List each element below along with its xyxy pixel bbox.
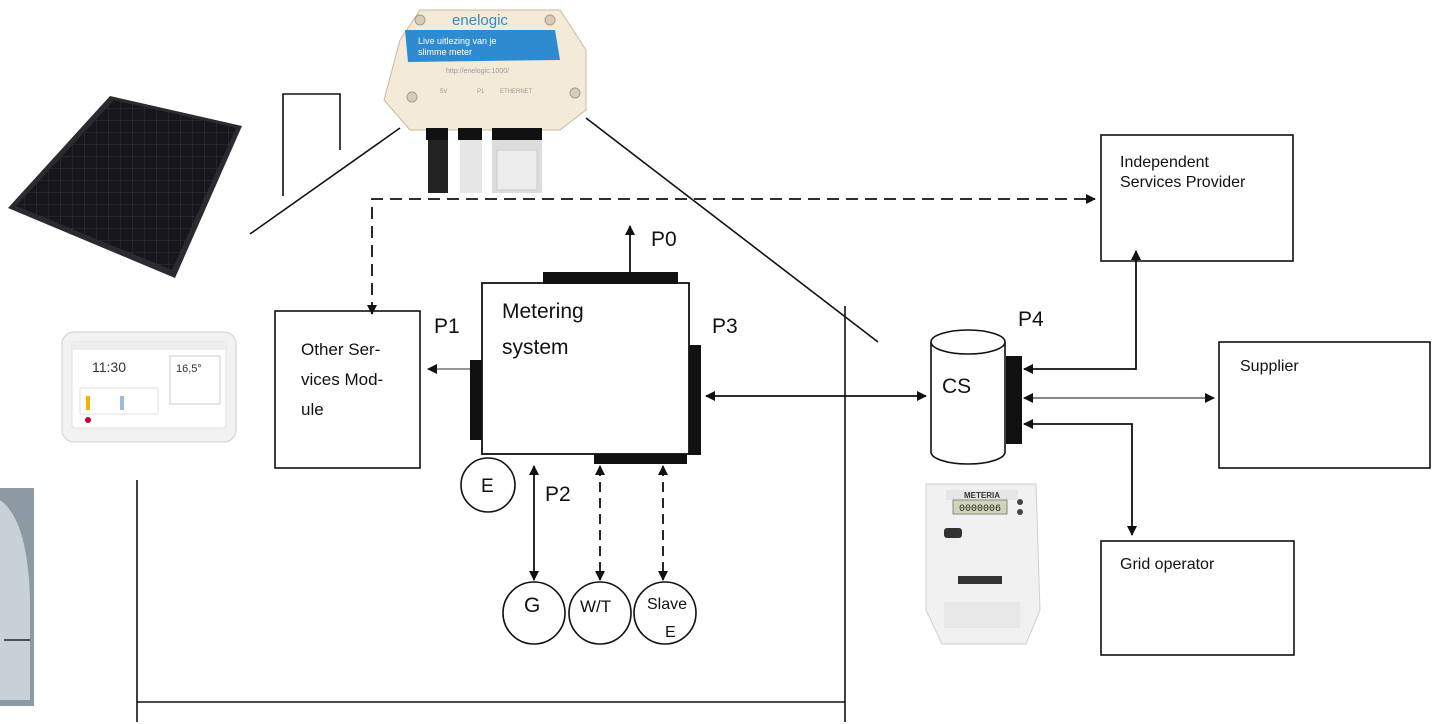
cs-cylinder: CS — [930, 329, 1006, 465]
isp-label: Services Provider — [1120, 174, 1246, 191]
display-temp: 16,5° — [176, 363, 202, 375]
gateway-tagline-1: Live uitlezing van je — [418, 36, 497, 46]
osm-label: ule — [301, 400, 324, 419]
port-p4-label: P4 — [1018, 308, 1044, 331]
gateway-brand: enelogic — [452, 12, 508, 29]
metering-system-label: Metering — [502, 300, 584, 323]
g-circle-label: G — [524, 594, 540, 617]
display-time: 11:30 — [92, 359, 126, 375]
slave-label: E — [665, 624, 676, 641]
independent-services-provider-box: Independent Services Provider — [1100, 134, 1294, 262]
metering-system-label: system — [502, 336, 569, 359]
sub-meter-circles — [460, 457, 697, 645]
meter-brand: METERIA — [964, 491, 1000, 500]
gateway-port-label: 5V — [440, 89, 447, 95]
in-home-display-image: 11:30 16,5° — [61, 331, 237, 443]
gateway-port-label: P1 — [477, 89, 485, 95]
osm-label: Other Ser- — [301, 340, 380, 359]
connections — [367, 194, 1215, 581]
wt-circle-label: W/T — [580, 597, 611, 616]
port-p1-label: P1 — [434, 315, 460, 338]
smart-meter-image: METERIA 0000006 — [925, 483, 1041, 645]
slave-label: Slave — [647, 596, 687, 613]
cs-label: CS — [942, 375, 971, 398]
enelogic-gateway-image: enelogic Live uitlezing van je slimme me… — [383, 9, 587, 193]
e-circle — [460, 457, 516, 513]
port-p2-label: P2 — [545, 483, 571, 506]
gateway-url: http://enelogic:1000/ — [446, 68, 509, 75]
supplier-label: Supplier — [1240, 358, 1299, 375]
meter-reading: 0000006 — [959, 504, 1001, 515]
car-image — [0, 488, 34, 706]
g-circle — [502, 581, 566, 645]
e-circle-label: E — [481, 476, 494, 497]
grid-operator-box: Grid operator — [1100, 540, 1295, 656]
slave-e-circle — [633, 581, 697, 645]
osm-label: vices Mod- — [301, 370, 383, 389]
port-p3-label: P3 — [712, 315, 738, 338]
grid-operator-label: Grid operator — [1120, 556, 1215, 573]
isp-label: Independent — [1120, 154, 1210, 171]
port-p0-label: P0 — [651, 228, 677, 251]
gateway-port-label: ETHERNET — [500, 89, 533, 95]
gateway-tagline-2: slimme meter — [418, 47, 472, 57]
other-services-module-box: Other Ser- vices Mod- ule — [274, 310, 421, 469]
supplier-box: Supplier — [1218, 341, 1431, 469]
wt-circle — [568, 581, 632, 645]
solar-panel-image — [8, 96, 242, 278]
metering-system-box: Metering system — [481, 282, 690, 455]
